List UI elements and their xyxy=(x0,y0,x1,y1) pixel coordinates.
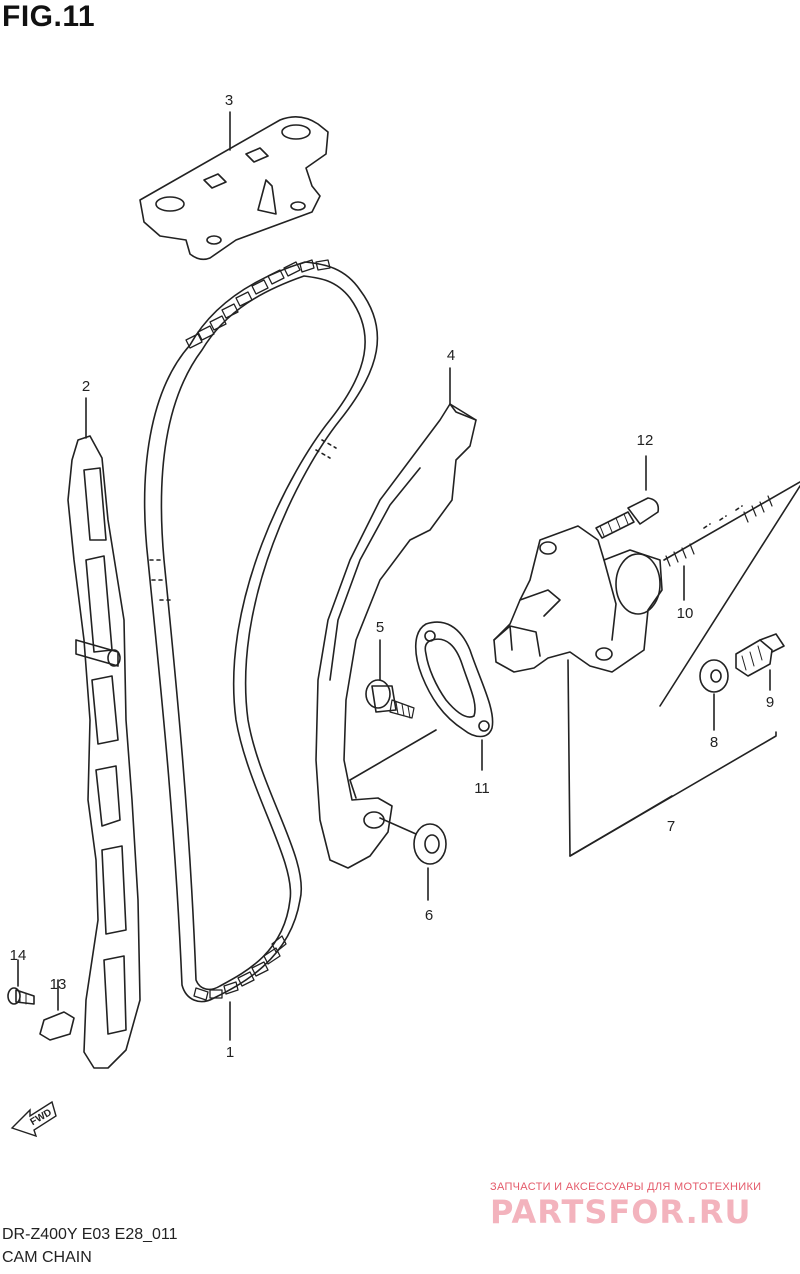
section-name: CAM CHAIN xyxy=(2,1249,92,1266)
callout-9: 9 xyxy=(765,694,775,711)
part-3-top-chain-guide xyxy=(139,116,329,261)
part-9-plug-bolt xyxy=(735,633,785,691)
callout-8: 8 xyxy=(709,734,719,751)
callout-11: 11 xyxy=(474,780,490,797)
watermark-tagline: ЗАПЧАСТИ И АКСЕССУАРЫ ДЛЯ МОТОТЕХНИКИ xyxy=(490,1181,762,1193)
fwd-arrow-icon xyxy=(10,1100,57,1138)
part-4-tensioner-arm xyxy=(315,403,477,869)
part-13-plate xyxy=(39,979,75,1041)
callout-7: 7 xyxy=(666,818,676,835)
part-10-spring xyxy=(659,481,800,707)
part-5-pivot-bolt xyxy=(365,639,415,719)
callout-4: 4 xyxy=(446,347,456,364)
watermark-brand: PARTSFOR.RU xyxy=(490,1193,752,1231)
callout-6: 6 xyxy=(424,907,434,924)
callout-10: 10 xyxy=(676,605,694,622)
callout-1: 1 xyxy=(225,1044,235,1061)
callout-14: 14 xyxy=(9,947,27,964)
callout-3: 3 xyxy=(224,92,234,109)
part-11-gasket xyxy=(414,621,494,771)
figure-title: FIG.11 xyxy=(2,0,96,33)
callout-12: 12 xyxy=(636,432,654,449)
part-1-cam-chain xyxy=(143,259,379,1003)
callout-2: 2 xyxy=(81,378,91,395)
part-2-front-chain-guide xyxy=(67,435,141,1069)
part-12-bolt xyxy=(595,455,660,539)
callout-5: 5 xyxy=(375,619,385,636)
part-14-screw xyxy=(7,959,35,1005)
part-6-washer xyxy=(379,817,447,901)
callout-13: 13 xyxy=(49,976,67,993)
part-8-washer xyxy=(699,659,729,731)
model-code: DR-Z400Y E03 E28_011 xyxy=(2,1226,178,1243)
part-7-tensioner-assembly xyxy=(493,525,777,857)
